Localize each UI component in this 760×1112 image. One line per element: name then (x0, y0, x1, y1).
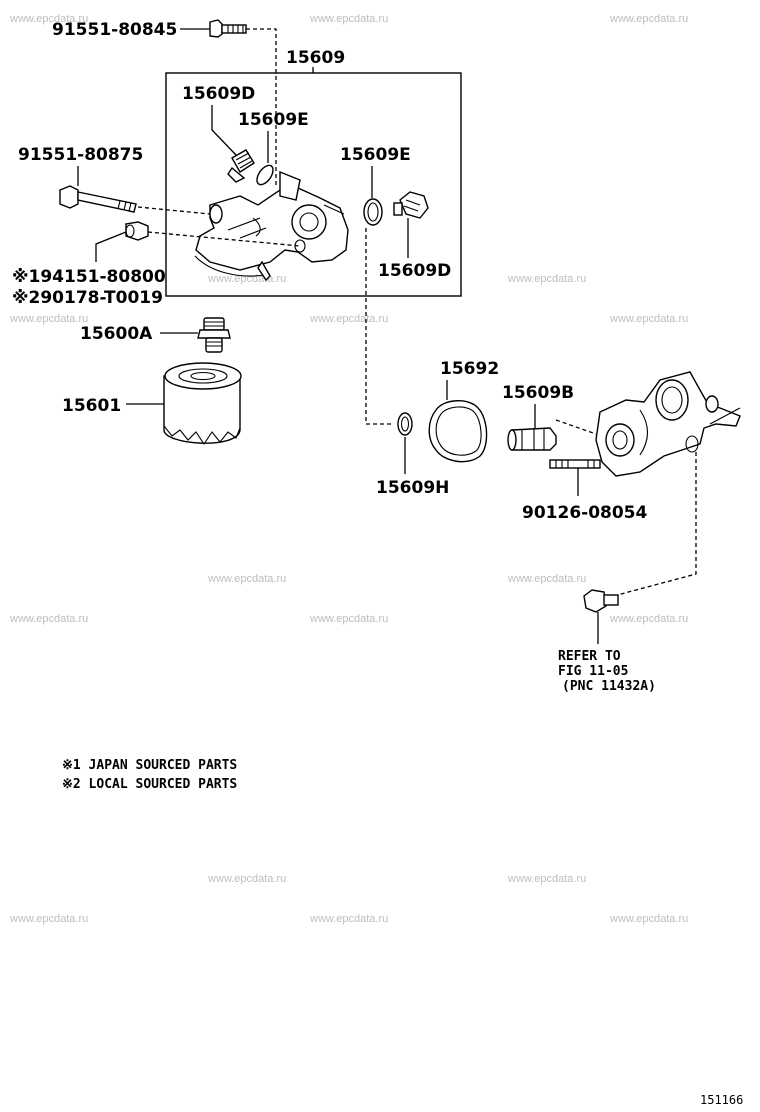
watermark: www.epcdata.ru (207, 873, 286, 885)
part-label-91551-80845[interactable]: 91551-80845 (52, 20, 177, 40)
note-local-sourced: ※2 LOCAL SOURCED PARTS (62, 777, 237, 792)
part-label-15609d[interactable]: 15609D (378, 261, 451, 281)
watermark: www.epcdata.ru (9, 313, 88, 325)
watermark: www.epcdata.ru (207, 573, 286, 585)
watermark: www.epcdata.ru (507, 873, 586, 885)
note-japan-sourced: ※1 JAPAN SOURCED PARTS (62, 758, 237, 773)
watermark: www.epcdata.ru (207, 273, 286, 285)
watermark: www.epcdata.ru (609, 913, 688, 925)
watermark: www.epcdata.ru (309, 13, 388, 25)
dashed-guide (147, 231, 301, 247)
relief-valve-icon[interactable] (507, 427, 557, 451)
watermark: www.epcdata.ru (609, 313, 688, 325)
part-label-290178-t0019[interactable]: ※290178-T0019 (12, 288, 163, 308)
refer-fig-text[interactable]: FIG 11-05 (558, 664, 628, 679)
watermarks: www.epcdata.ru www.epcdata.ru www.epcdat… (9, 13, 688, 925)
watermark: www.epcdata.ru (609, 13, 688, 25)
part-label-15609e[interactable]: 15609E (238, 110, 309, 130)
dashed-guide (605, 452, 697, 599)
watermark: www.epcdata.ru (309, 913, 388, 925)
watermark: www.epcdata.ru (309, 313, 388, 325)
gasket-icon[interactable] (428, 400, 488, 463)
o-ring-icon[interactable] (397, 412, 413, 436)
watermark: www.epcdata.ru (9, 913, 88, 925)
dashed-guide (137, 206, 211, 215)
refer-pnc-text: (PNC 11432A) (562, 679, 656, 694)
gasket-icon[interactable] (254, 163, 276, 188)
bush-icon[interactable] (125, 221, 149, 241)
part-label-15600a[interactable]: 15600A (80, 324, 153, 344)
watermark: www.epcdata.ru (9, 13, 88, 25)
oil-filter-icon[interactable] (163, 362, 242, 445)
oil-filter-housing-icon[interactable] (194, 170, 349, 282)
refer-to-text: REFER TO (558, 649, 621, 664)
watermark: www.epcdata.ru (9, 613, 88, 625)
gasket-icon[interactable] (363, 198, 383, 226)
watermark: www.epcdata.ru (507, 573, 586, 585)
part-label-15609h[interactable]: 15609H (376, 478, 449, 498)
watermark: www.epcdata.ru (309, 613, 388, 625)
watermark: www.epcdata.ru (609, 613, 688, 625)
part-label-15609e[interactable]: 15609E (340, 145, 411, 165)
figure-id: 151166 (700, 1093, 743, 1107)
stud-bolt-icon[interactable] (549, 459, 601, 469)
part-label-15601[interactable]: 15601 (62, 396, 121, 416)
dashed-guide (365, 228, 392, 425)
assembly-box-15609 (165, 72, 462, 297)
oil-pump-body-icon[interactable] (595, 371, 741, 477)
part-label-15609d[interactable]: 15609D (182, 84, 255, 104)
union-bolt-icon[interactable] (197, 317, 231, 353)
oil-pressure-switch-icon[interactable] (583, 589, 619, 613)
part-label-15692[interactable]: 15692 (440, 359, 499, 379)
leader-line (211, 105, 237, 156)
leader-line (95, 231, 127, 262)
watermark: www.epcdata.ru (507, 273, 586, 285)
part-label-91551-80875[interactable]: 91551-80875 (18, 145, 143, 165)
part-label-15609[interactable]: 15609 (286, 48, 345, 68)
part-label-15609b[interactable]: 15609B (502, 383, 574, 403)
drain-plug-icon[interactable] (393, 191, 429, 219)
long-bolt-icon[interactable] (59, 185, 137, 213)
plug-icon[interactable] (227, 149, 255, 183)
part-label-194151-80800[interactable]: ※194151-80800 (12, 267, 166, 287)
bolt-icon[interactable] (209, 19, 247, 38)
part-label-90126-08054[interactable]: 90126-08054 (522, 503, 648, 523)
dashed-guide (246, 28, 277, 185)
dashed-guide (555, 419, 597, 435)
